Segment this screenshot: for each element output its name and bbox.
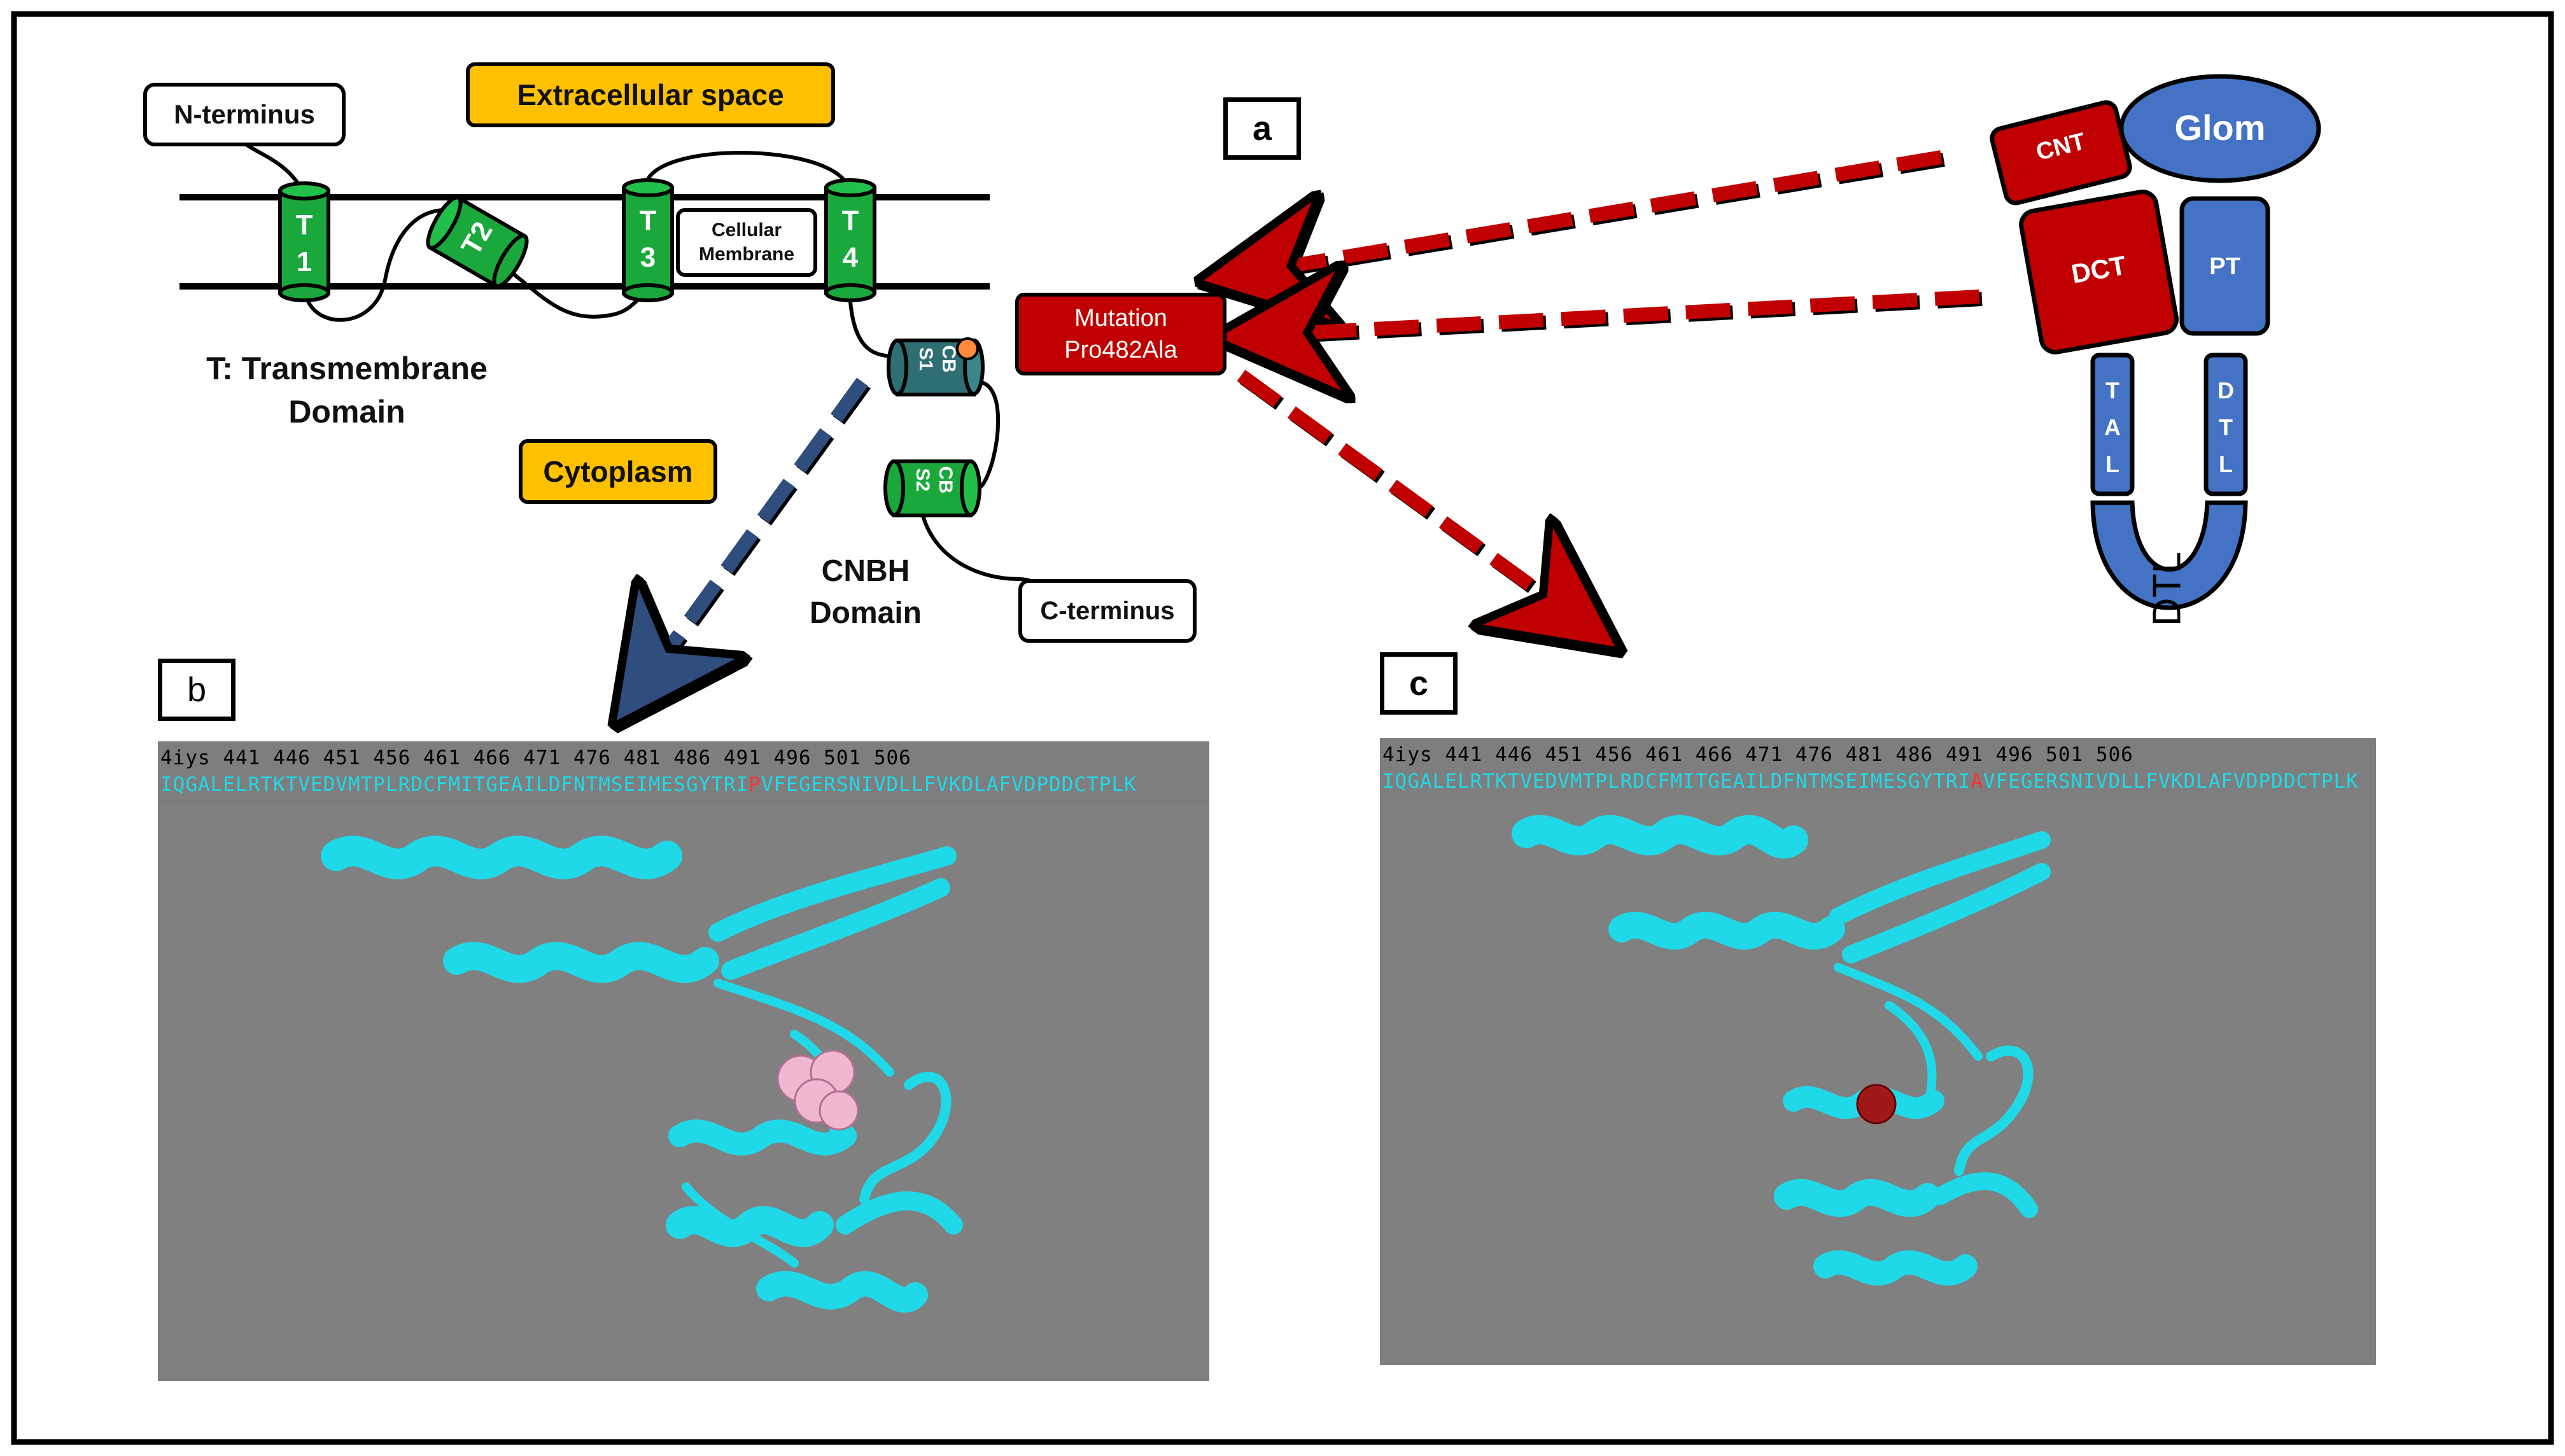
mutation-line1: Mutation [1074, 305, 1167, 332]
sequence-line-b: IQGALELRTKTVEDVMTPLRDCFMITGEAILDFNTMSEIM… [160, 773, 1137, 796]
t4-letter: T [841, 205, 859, 236]
dtl-letter-t: T [2219, 414, 2233, 440]
residue-numbers-b: 441 446 451 456 461 466 471 476 481 486 … [223, 746, 911, 769]
loop-t3-t4 [643, 151, 852, 192]
cbs2-bottom: S2 [912, 468, 933, 492]
cnbh-domain-label: CNBH Domain [789, 550, 942, 634]
c-terminus-label: C-terminus [1018, 579, 1197, 643]
cellular-membrane-line1: Cellular [711, 220, 782, 241]
panel-label-b: b [158, 659, 235, 721]
tal-shape [2090, 353, 2135, 496]
loop-of-henle-shape [2090, 500, 2248, 610]
sequence-header-c: 4iys 441 446 451 456 461 466 471 476 481… [1380, 738, 2376, 802]
pt-label: PT [2209, 253, 2240, 280]
glom-label: Glom [2174, 108, 2266, 148]
panel-label-a: a [1223, 97, 1301, 160]
t1-number: 1 [296, 246, 313, 277]
seq-after-c: VFEGERSNIVDLLFVKDLAFVDPDDCTPLK [1983, 770, 2359, 793]
panel-b-structure: 4iys 441 446 451 456 461 466 471 476 481… [158, 741, 1209, 1381]
cbs1-top: CB [938, 345, 959, 373]
cytoplasm-label: Cytoplasm [519, 439, 717, 504]
helix-cbs2 [883, 459, 981, 517]
mutation-site-dot [956, 337, 979, 360]
seq-after-b: VFEGERSNIVDLLFVKDLAFVDPDDCTPLK [761, 773, 1137, 796]
helix-t2 [426, 195, 529, 289]
dtl-letter-d: D [2217, 377, 2234, 403]
dtl-shape [2203, 353, 2248, 496]
cnbh-line2: Domain [809, 596, 922, 630]
t3-number: 3 [640, 242, 656, 273]
helix-t4 [824, 178, 876, 302]
t4-number: 4 [842, 242, 859, 273]
helix-t3 [622, 178, 674, 302]
seq-before-b: IQGALELRTKTVEDVMTPLRDCFMITGEAILDFNTMSEIM… [160, 773, 749, 796]
cellular-membrane-line2: Membrane [698, 244, 795, 265]
loop-t1-t2 [304, 208, 446, 322]
tal-letter-t: T [2105, 377, 2119, 403]
protein-ribbon-b [321, 836, 963, 1313]
panel-c-structure: 4iys 441 446 451 456 461 466 471 476 481… [1380, 738, 2376, 1365]
figure-border [11, 11, 2554, 1445]
t1-letter: T [295, 209, 313, 241]
sequence-numbers-c: 4iys 441 446 451 456 461 466 471 476 481… [1382, 743, 2133, 766]
sequence-header-b: 4iys 441 446 451 456 461 466 471 476 481… [158, 741, 1209, 805]
seq-before-c: IQGALELRTKTVEDVMTPLRDCFMITGEAILDFNTMSEIM… [1382, 770, 1971, 793]
mutation-line2: Pro482Ala [1064, 337, 1177, 363]
tal-letter-a: A [2104, 414, 2121, 440]
transmembrane-line2: Domain [288, 394, 405, 430]
transmembrane-line1: T: Transmembrane [206, 351, 488, 386]
helix-t1 [278, 181, 330, 302]
sequence-line-c: IQGALELRTKTVEDVMTPLRDCFMITGEAILDFNTMSEIM… [1382, 770, 2359, 793]
cnt-shape [1990, 100, 2132, 206]
structure-id-c: 4iys [1382, 743, 1433, 766]
protein-ribbon-c [1512, 815, 2051, 1286]
tal-label: T A L [2093, 372, 2132, 483]
cbs2-top: CB [935, 466, 956, 494]
dtl-letter-l: L [2219, 451, 2233, 477]
proline-spheres [777, 1049, 859, 1131]
panel-label-c: c [1380, 652, 1458, 715]
dct-shape [2019, 189, 2179, 354]
cellular-membrane-label: Cellular Membrane [676, 208, 817, 277]
helix-cbs1 [887, 337, 985, 396]
dtl-small-label: D T L [2206, 372, 2245, 483]
seq-wt-residue: P [748, 773, 761, 796]
dtl-loop-label: DTL [2145, 551, 2189, 627]
t3-letter: T [639, 205, 657, 236]
n-terminus-label: N-terminus [143, 83, 346, 146]
tal-letter-l: L [2105, 451, 2119, 477]
cytoplasm-text: Cytoplasm [543, 455, 693, 488]
residue-numbers-c: 441 446 451 456 461 466 471 476 481 486 … [1445, 743, 2133, 766]
mutation-label: Mutation Pro482Ala [1015, 293, 1226, 375]
structure-id-b: 4iys [160, 746, 211, 769]
nephron-diagram [1990, 74, 2321, 610]
arrow-mutation-to-panel-c [1237, 370, 1566, 611]
alanine-sphere [1856, 1084, 1897, 1124]
pt-shape [2179, 196, 2270, 336]
transmembrane-domain-label: T: Transmembrane Domain [191, 347, 503, 433]
arrow-dct-to-mutation [1279, 297, 1980, 334]
extracellular-space-label: Extracellular space [466, 62, 835, 127]
cnbh-line1: CNBH [821, 554, 910, 588]
seq-mut-residue: A [1971, 770, 1983, 793]
cbs1-bottom: S1 [915, 347, 936, 371]
arrow-cnt-to-mutation [1263, 150, 1943, 270]
loop-t2-t3 [495, 259, 647, 319]
sequence-numbers-b: 4iys 441 446 451 456 461 466 471 476 481… [160, 746, 911, 769]
